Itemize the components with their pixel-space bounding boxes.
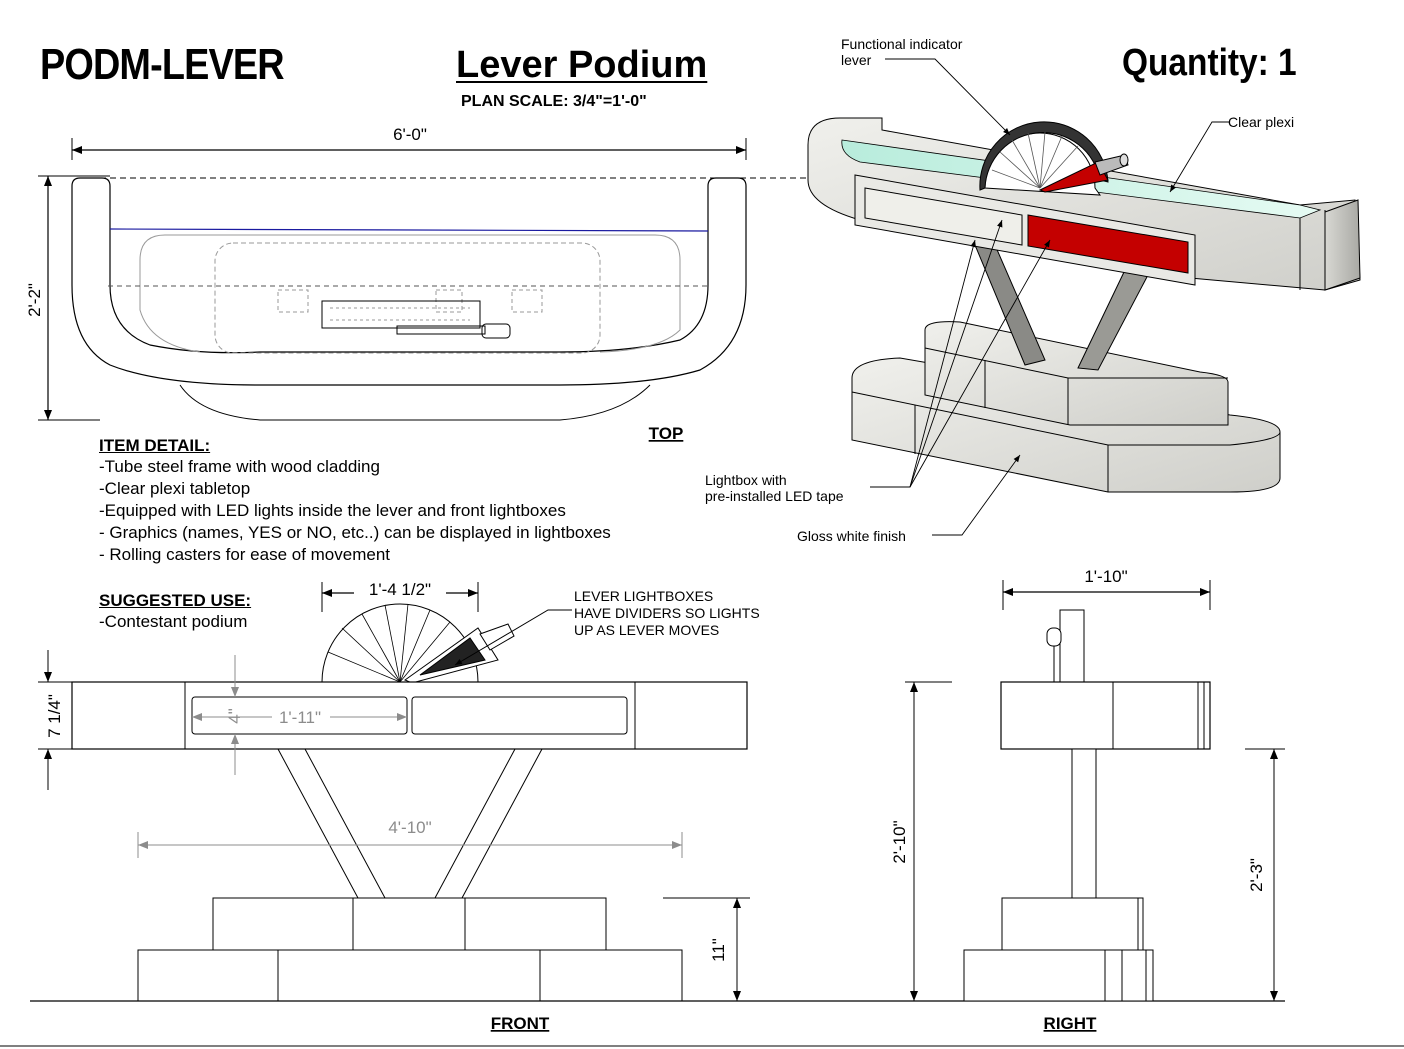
top-view: 6'-0" 2'-2"	[25, 125, 900, 421]
callout-lever-lightboxes-line2: HAVE DIVIDERS SO LIGHTS	[574, 605, 760, 621]
dim-top-thickness: 7 1/4"	[45, 694, 64, 738]
item-code: PODM-LEVER	[40, 40, 285, 89]
dim-underside-height: 2'-3"	[1247, 858, 1266, 892]
front-lightbox-right	[411, 696, 628, 735]
dim-lightbox-height: 4"	[225, 708, 244, 724]
item-detail-line: -Equipped with LED lights inside the lev…	[99, 501, 566, 520]
lightbox-right	[1027, 214, 1189, 274]
item-detail-section: ITEM DETAIL: -Tube steel frame with wood…	[99, 436, 611, 566]
callout-lightbox-line1: Lightbox with	[705, 472, 787, 488]
right-view: 1'-10" 2'-10" 2'-3"	[890, 567, 1285, 1002]
callout-indicator-lever-line1: Functional indicator	[841, 36, 963, 52]
dim-side-depth: 1'-10"	[1084, 567, 1127, 586]
dim-lightbox-width: 1'-11"	[279, 708, 321, 727]
front-view: 1'-4 1/2" 7 1/4" 4"	[38, 578, 750, 1002]
dim-top-depth: 2'-2"	[25, 283, 44, 317]
top-frame-outline	[71, 177, 747, 386]
view-label-top: TOP	[649, 424, 684, 443]
view-label-front: FRONT	[491, 1014, 550, 1033]
callout-clear-plexi: Clear plexi	[1228, 114, 1295, 130]
item-detail-line: - Rolling casters for ease of movement	[99, 545, 391, 564]
plexi-edge	[109, 228, 709, 232]
item-detail-heading: ITEM DETAIL:	[99, 436, 211, 455]
callout-lightbox-line2: pre-installed LED tape	[705, 488, 844, 504]
callout-lightbox: Lightbox with pre-installed LED tape	[705, 472, 844, 504]
callout-lever-lightboxes-line1: LEVER LIGHTBOXES	[574, 588, 714, 604]
view-label-right: RIGHT	[1044, 1014, 1098, 1033]
item-detail-line: -Tube steel frame with wood cladding	[99, 457, 380, 476]
suggested-use-section: SUGGESTED USE: -Contestant podium	[99, 591, 251, 633]
quantity: Quantity: 1	[1122, 42, 1297, 84]
callout-indicator-lever: Functional indicator lever	[841, 36, 962, 68]
suggested-use-line: -Contestant podium	[99, 612, 248, 631]
callout-lever-lightboxes: LEVER LIGHTBOXES HAVE DIVIDERS SO LIGHTS…	[574, 588, 760, 639]
item-detail-line: - Graphics (names, YES or NO, etc..) can…	[99, 523, 611, 542]
dim-lever-width: 1'-4 1/2"	[369, 580, 431, 599]
callout-indicator-lever-line2: lever	[841, 52, 872, 68]
dim-top-width: 6'-0"	[393, 125, 427, 144]
suggested-use-heading: SUGGESTED USE:	[99, 591, 252, 610]
dim-base-span: 4'-10"	[388, 818, 431, 837]
callout-lever-lightboxes-line3: UP AS LEVER MOVES	[574, 622, 720, 638]
plan-scale: PLAN SCALE: 3/4"=1'-0"	[461, 93, 647, 110]
lightbox-left	[864, 187, 1023, 246]
item-detail-line: -Clear plexi tabletop	[99, 479, 251, 498]
dim-total-height: 2'-10"	[890, 820, 909, 863]
callout-gloss-finish: Gloss white finish	[797, 528, 906, 544]
item-name: Lever Podium	[456, 44, 708, 86]
isometric-view	[807, 117, 1361, 493]
dim-base-height: 11"	[709, 938, 728, 962]
